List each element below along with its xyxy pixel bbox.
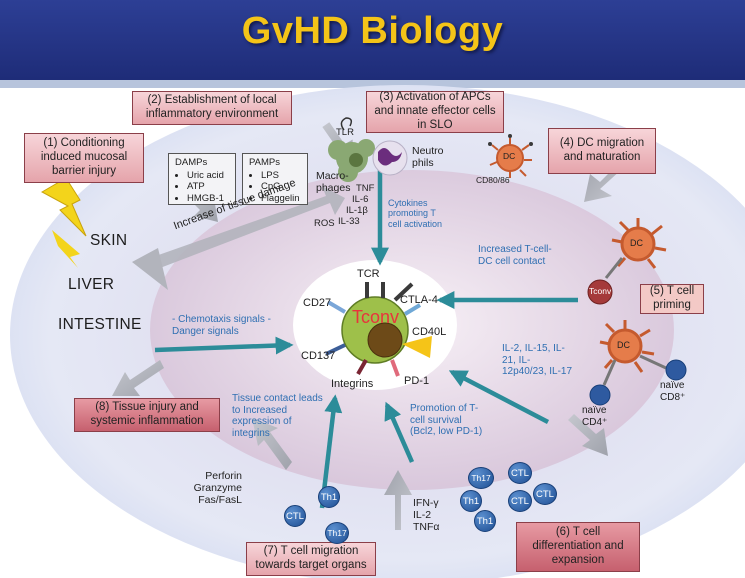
title-stripe	[0, 80, 745, 88]
tconv-priming-cell	[587, 279, 613, 305]
dc-icon-migration	[489, 138, 532, 178]
ctl-cell: CTL	[533, 483, 557, 505]
macrophage-icon	[328, 117, 375, 182]
step-5-box: (5) T cell priming	[640, 284, 704, 314]
perforin-list: Perforin Granzyme Fas/FasL	[193, 470, 242, 507]
organ-intestine: INTESTINE	[58, 316, 142, 333]
dc-naive-links	[602, 354, 667, 386]
tconv-priming-label: Tconv	[589, 286, 612, 296]
tconv-label: Tconv	[352, 307, 400, 327]
signals-text: - Chemotaxis signals - Danger signals	[172, 314, 271, 337]
damps-item: Uric acid	[187, 170, 229, 181]
lightning-bolt-tail	[52, 230, 80, 268]
cd40l-ligand	[402, 336, 432, 358]
dc-icon-priming	[611, 218, 667, 269]
title-bar: GvHD Biology	[0, 0, 745, 80]
naive-cd4-cell	[589, 384, 611, 406]
cd137-label: CD137	[301, 350, 336, 362]
pamps-item: LPS	[261, 170, 301, 181]
pamps-item: Flaggelin	[261, 193, 301, 204]
damps-box: DAMPs Uric acid ATP HMGB-1	[168, 153, 236, 205]
pamps-item: CpG	[261, 181, 301, 192]
th1-cell: Th1	[318, 486, 340, 508]
cd27-label: CD27	[303, 297, 332, 309]
neutrophil-icon	[372, 140, 408, 176]
cd40l-label: CD40L	[412, 326, 447, 338]
cytokines-promoting-text: Cytokines promoting T cell activation	[388, 198, 443, 229]
cytokine-ifn-list: IFN-γ IL-2 TNFα	[413, 497, 440, 534]
cd80-86-label: CD80/86	[476, 175, 510, 185]
tissue-damage-band	[150, 186, 345, 268]
step-4-box: (4) DC migration and maturation	[548, 128, 656, 174]
tconv-receptors	[325, 282, 422, 377]
ctla4-label: CTLA-4	[400, 294, 438, 306]
cytokine-il6: IL-6	[352, 194, 369, 205]
cytokine-il1b: IL-1β	[346, 205, 368, 216]
th1-cell: Th1	[474, 510, 496, 532]
step-1-box: (1) Conditioning induced mucosal barrier…	[24, 133, 144, 183]
naive-cd8-cell	[665, 359, 687, 381]
tissue-damage-arrowhead	[132, 248, 168, 290]
tconv-nucleus	[367, 322, 403, 358]
pamps-title: PAMPs	[249, 157, 280, 168]
step-8-box: (8) Tissue injury and systemic inflammat…	[74, 398, 220, 432]
dc-tconv-link	[604, 257, 624, 279]
naive-cd4-label: naïve CD4⁺	[582, 405, 608, 428]
step-7-box: (7) T cell migration towards target orga…	[246, 542, 376, 576]
macrophages-label: Macro-phages	[316, 170, 351, 195]
survival-text: Promotion of T-cell survival (Bcl2, low …	[410, 403, 483, 437]
damps-item: ATP	[187, 181, 229, 192]
pamps-box: PAMPs LPS CpG Flaggelin	[242, 153, 308, 205]
damps-item: HMGB-1	[187, 193, 229, 204]
th17-cell: Th17	[468, 467, 494, 489]
dc-naive-label: DC	[617, 340, 630, 350]
neutrophils-label: Neutro phils	[412, 145, 444, 170]
damps-title: DAMPs	[175, 157, 208, 168]
tcr-label: TCR	[357, 268, 380, 280]
dc-contact-text: Increased T-cell-DC cell contact	[478, 244, 552, 267]
organ-liver: LIVER	[68, 276, 115, 293]
ctl-cell: CTL	[508, 490, 532, 512]
cytokine-ros: ROS	[314, 218, 335, 229]
organ-skin: SKIN	[90, 232, 128, 249]
dc-spike-dots	[488, 134, 533, 146]
cytokine-tnf: TNF	[356, 183, 375, 194]
cytokine-il-list: IL-2, IL-15, IL-21, IL-12p40/23, IL-17	[502, 343, 573, 377]
dc-priming-label: DC	[630, 238, 643, 248]
dc-migration-label: DC	[503, 151, 516, 161]
cytokine-il33: IL-33	[338, 216, 360, 227]
integrins-label: Integrins	[331, 378, 374, 390]
step-3-box: (3) Activation of APCs and innate effect…	[366, 91, 504, 133]
naive-cd8-label: naïve CD8⁺	[660, 380, 686, 403]
step-2-box: (2) Establishment of local inflammatory …	[132, 91, 292, 125]
dc-icon-naive	[599, 320, 655, 373]
tissue-contact-text: Tissue contact leads to Increased expres…	[232, 393, 323, 439]
th1-cell: Th1	[460, 490, 482, 512]
step-6-box: (6) T cell differentiation and expansion	[516, 522, 640, 572]
pd1-label: PD-1	[404, 375, 430, 387]
ctl-cell: CTL	[508, 462, 532, 484]
th17-cell: Th17	[325, 522, 349, 544]
tlr-label: TLR	[336, 127, 354, 138]
page-title: GvHD Biology	[241, 10, 504, 52]
ctl-cell: CTL	[284, 505, 306, 527]
